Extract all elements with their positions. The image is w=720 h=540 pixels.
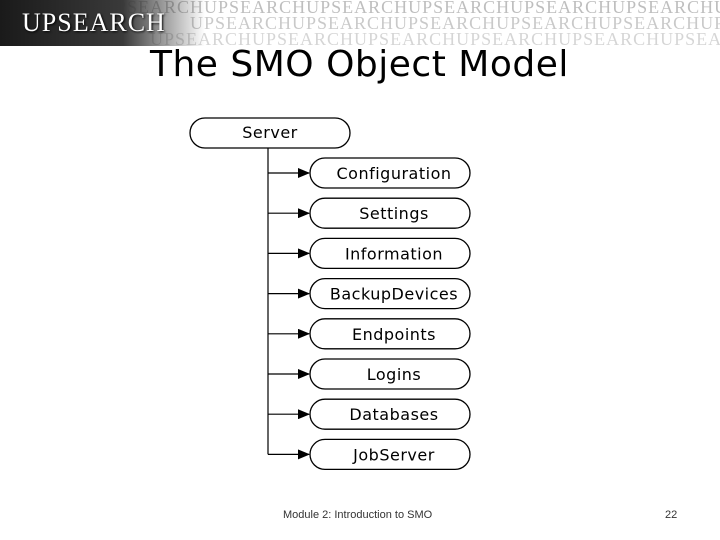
node-label: Databases: [349, 405, 438, 424]
node-jobserver: JobServer: [309, 438, 471, 471]
node-databases: Databases: [309, 398, 471, 430]
node-endpoints: Endpoints: [309, 318, 471, 350]
logo-text: UPSEARCH: [22, 8, 166, 37]
node-information: Information: [309, 237, 471, 270]
node-label: Information: [345, 244, 443, 263]
node-server: Server: [189, 117, 351, 149]
node-label: Configuration: [336, 164, 451, 183]
footer-module: Module 2: Introduction to SMO: [283, 509, 433, 521]
page-number: 22: [665, 509, 678, 521]
banner-watermark: UPSEARCHUPSEARCHUPSEARCHUPSEARCHUPSEARCH…: [150, 29, 720, 46]
node-label: BackupDevices: [330, 285, 458, 304]
banner-watermark: UPSEARCHUPSEARCHUPSEARCHUPSEARCHUPSEARCH…: [190, 13, 720, 33]
logo: UPSEARCH: [0, 0, 205, 46]
node-label: Endpoints: [352, 325, 436, 344]
node-label: Server: [242, 123, 297, 142]
node-logins: Logins: [309, 358, 471, 390]
header-banner: UPSEARCHUPSEARCHUPSEARCHUPSEARCHUPSEARCH…: [0, 0, 720, 46]
node-backupdevices: BackupDevices: [309, 277, 471, 310]
node-settings: Settings: [309, 197, 471, 229]
node-label: Settings: [359, 204, 429, 223]
node-label: JobServer: [352, 445, 435, 464]
page-title: The SMO Object Model: [150, 44, 569, 85]
node-label: Logins: [367, 365, 422, 384]
node-configuration: Configuration: [309, 157, 471, 189]
